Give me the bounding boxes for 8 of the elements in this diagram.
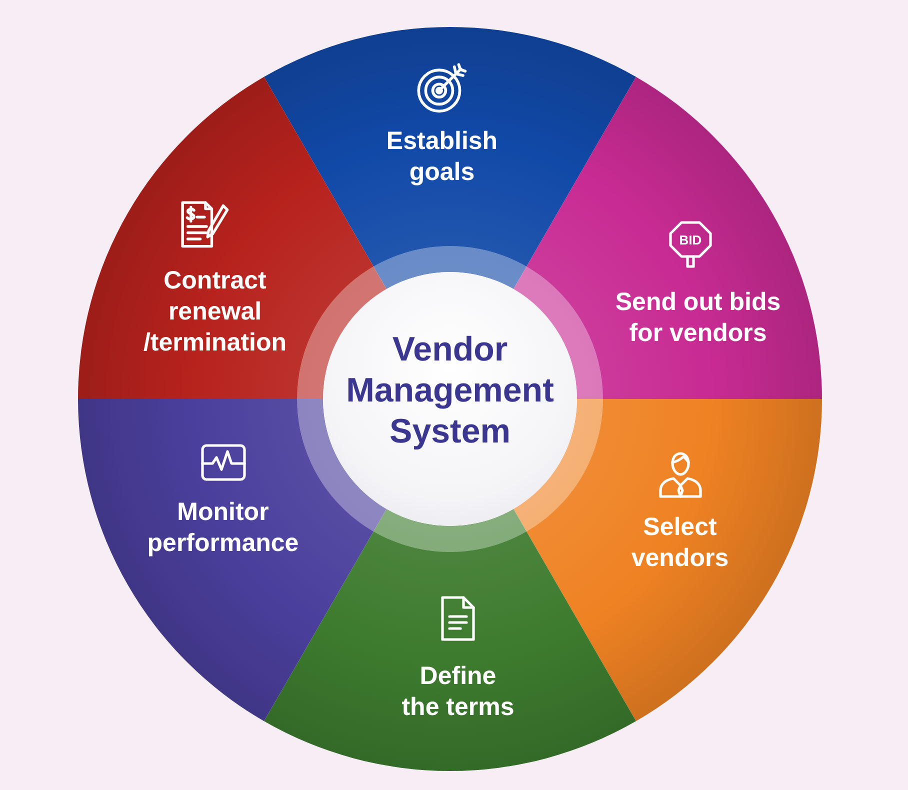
segment-label: Select vendors bbox=[630, 512, 730, 574]
segment-label: Establish goals bbox=[385, 126, 499, 188]
segment-label: Contract renewal /termination bbox=[142, 266, 288, 358]
segment-label: Send out bids for vendors bbox=[614, 287, 782, 349]
center-title: Vendor Management System bbox=[345, 330, 555, 452]
wheel-segment bbox=[264, 27, 636, 290]
segment-label: Define the terms bbox=[400, 661, 516, 723]
segment-label: Monitor performance bbox=[146, 497, 300, 559]
